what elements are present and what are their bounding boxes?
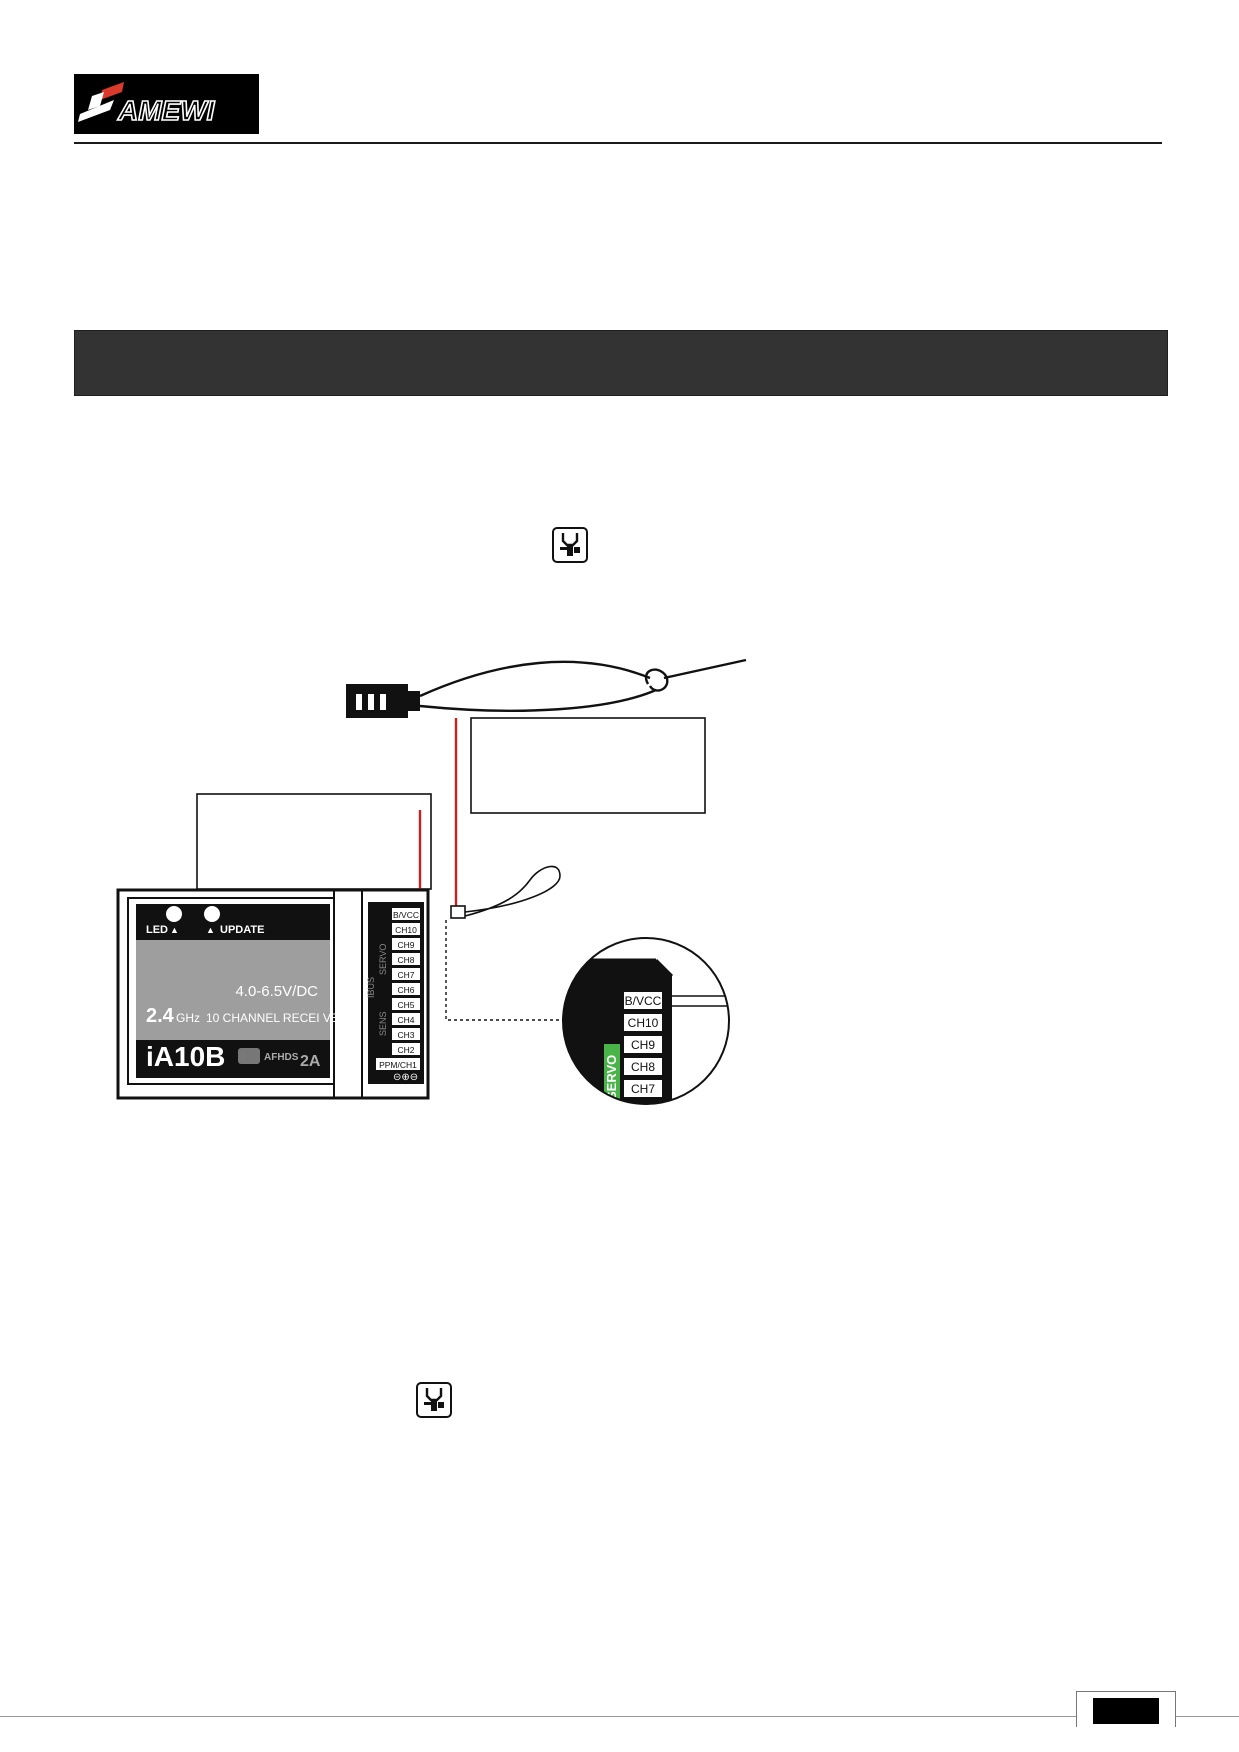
port-label: CH9 — [397, 940, 414, 950]
protocol-suffix: 2A — [300, 1053, 321, 1070]
port-label: CH6 — [397, 985, 414, 995]
zoom-servo-label: SERVO — [604, 1055, 619, 1100]
led-arrow-icon: ▲ — [170, 925, 179, 935]
port-label-box — [392, 1013, 420, 1025]
page-number-box — [1093, 1698, 1159, 1724]
port-label-box — [392, 968, 420, 980]
servo-band — [604, 1044, 620, 1104]
voltage-label: 4.0-6.5V/DC — [235, 983, 318, 1000]
bind-plug-icon — [416, 1382, 452, 1418]
bind-cable — [419, 688, 657, 712]
bind-cable-tail — [663, 658, 747, 680]
callout-box-bind-plug — [470, 717, 706, 814]
port-label: PPM/CH1 — [379, 1060, 417, 1070]
ibus-group-label: IBUS — [366, 977, 376, 998]
port-label-box — [392, 938, 420, 950]
plugged-connector — [450, 905, 466, 919]
section-heading-bar — [74, 330, 1168, 396]
model-name: iA10B — [146, 1041, 225, 1072]
port-label: CH4 — [397, 1015, 414, 1025]
led-indicator — [166, 906, 182, 922]
zoom-port-box — [624, 1014, 662, 1031]
protocol-label: AFHDS — [264, 1052, 299, 1063]
port-label-box — [376, 1058, 420, 1070]
port-label-box — [392, 923, 420, 935]
port-label-box — [392, 998, 420, 1010]
port-label-box — [392, 953, 420, 965]
port-label: CH3 — [397, 1030, 414, 1040]
port-label-box — [392, 908, 420, 920]
update-label: UPDATE — [220, 924, 264, 936]
update-arrow-icon: ▲ — [206, 925, 215, 935]
port-label: CH2 — [397, 1045, 414, 1055]
port-label: CH7 — [397, 970, 414, 980]
zoom-port-box — [624, 1080, 662, 1097]
port-label: B/VCC — [393, 910, 419, 920]
port-label: CH10 — [395, 925, 417, 935]
label-area — [136, 940, 330, 1040]
zoom-port-label: B/VCC — [625, 994, 662, 1008]
zoom-circle — [562, 937, 730, 1105]
port-label: CH5 — [397, 1000, 414, 1010]
logo-wordmark: AMEWI — [117, 95, 216, 126]
connector-wire-loop — [464, 865, 561, 917]
bind-plug — [346, 684, 420, 718]
certification-icon — [238, 1048, 260, 1064]
update-button — [204, 906, 220, 922]
zoom-port-label: CH8 — [631, 1060, 655, 1074]
led-label: LED — [146, 924, 168, 936]
bind-plug-icon — [552, 527, 588, 563]
port-label-box — [392, 1028, 420, 1040]
sens-group-label: SENS — [378, 1011, 388, 1036]
zoom-port-box — [624, 992, 662, 1009]
footer-rule — [0, 1716, 1239, 1717]
port-label: CH8 — [397, 955, 414, 965]
zoom-port-label: CH10 — [628, 1016, 659, 1030]
receiver-ia10b: LED ▲ ▲ UPDATE 4.0-6.5V/DC 2.4 GHz 10 CH… — [116, 888, 430, 1100]
polarity-symbols-icon: ⊝⊕⊖ — [393, 1072, 418, 1083]
bind-cable — [419, 660, 651, 698]
servo-group-label: SERVO — [378, 944, 388, 975]
frequency-unit: GHz — [176, 1011, 200, 1025]
receiver-description: 10 CHANNEL RECEI VER — [206, 1011, 348, 1025]
bind-cable-loop — [644, 668, 669, 692]
zoom-pointer-line — [445, 920, 564, 1021]
port-label-box — [392, 1043, 420, 1055]
zoom-port-label: CH9 — [631, 1038, 655, 1052]
zoom-port-box — [624, 1036, 662, 1053]
header-rule — [74, 142, 1162, 144]
zoom-port-box — [624, 1058, 662, 1075]
port-label-box — [392, 983, 420, 995]
callout-box-port — [196, 793, 432, 890]
amewi-logo: AMEWI — [74, 74, 259, 134]
frequency-value: 2.4 — [146, 1005, 175, 1027]
zoom-port-label: CH7 — [631, 1082, 655, 1096]
